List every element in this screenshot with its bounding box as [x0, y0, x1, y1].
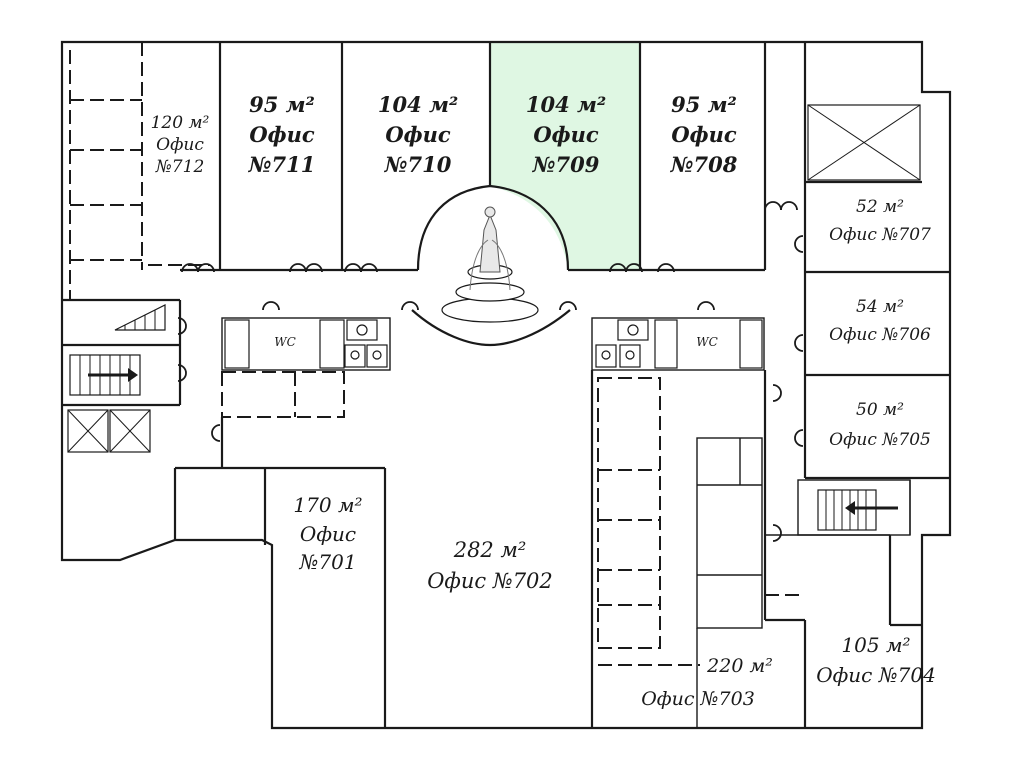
service-room-left — [221, 371, 345, 418]
number-709: №709 — [532, 152, 600, 177]
wc-icon — [595, 319, 763, 369]
area-710: 104 м² — [378, 92, 458, 117]
elevator-shaft-icon — [67, 409, 151, 453]
room-702-label[interactable]: 282 м² Офис №702 — [427, 538, 553, 593]
area-701: 170 м² — [293, 493, 362, 517]
office-709-highlight[interactable] — [490, 42, 640, 270]
room-705-label[interactable]: 50 м² Офис №705 — [829, 400, 931, 450]
area-702: 282 м² — [453, 538, 527, 562]
partition-703-a — [597, 377, 661, 649]
wc-label-right: WC — [696, 335, 718, 349]
title-712: Офис — [156, 135, 204, 155]
area-712: 120 м² — [151, 113, 210, 133]
elevator-shaft-icon — [807, 104, 921, 181]
room-707-label[interactable]: 52 м² Офис №707 — [829, 197, 931, 245]
area-707: 52 м² — [856, 197, 904, 217]
room-703-label[interactable]: 220 м² Офис №703 — [641, 655, 773, 710]
stair-icon — [69, 304, 166, 396]
door-swings — [177, 201, 804, 542]
atrium-lower-arc — [411, 309, 571, 347]
wc-label-left: WC — [274, 335, 296, 349]
room-708-label[interactable]: 95 м² Офис №708 — [670, 92, 738, 177]
wc-icon — [224, 319, 388, 369]
number-708: №708 — [670, 152, 738, 177]
title-711: Офис — [249, 122, 315, 147]
title-704: Офис №704 — [816, 663, 936, 687]
number-712: №712 — [155, 157, 205, 177]
building-outline — [60, 40, 952, 730]
title-701: Офис — [300, 522, 356, 546]
arrow-icon — [845, 501, 898, 515]
area-703: 220 м² — [706, 655, 773, 677]
room-706-label[interactable]: 54 м² Офис №706 — [829, 297, 931, 345]
title-702: Офис №702 — [427, 569, 553, 593]
atrium-arc — [416, 184, 570, 271]
fountain-icon — [441, 206, 539, 323]
wc-block-right — [591, 317, 765, 371]
area-705: 50 м² — [856, 400, 904, 420]
title-709: Офис — [533, 122, 599, 147]
room-701-label[interactable]: 170 м² Офис №701 — [293, 493, 362, 574]
number-710: №710 — [384, 152, 452, 177]
area-704: 105 м² — [841, 633, 910, 657]
area-709: 104 м² — [526, 92, 606, 117]
number-711: №711 — [248, 152, 316, 177]
room-704-label[interactable]: 105 м² Офис №704 — [816, 633, 936, 687]
room-710-label[interactable]: 104 м² Офис №710 — [378, 92, 458, 177]
area-706: 54 м² — [856, 297, 904, 317]
title-707: Офис №707 — [829, 225, 931, 245]
area-708: 95 м² — [671, 92, 737, 117]
title-706: Офис №706 — [829, 325, 931, 345]
title-710: Офис — [385, 122, 451, 147]
partition-703-f — [696, 437, 763, 629]
area-711: 95 м² — [249, 92, 315, 117]
title-705: Офис №705 — [829, 430, 931, 450]
wc-block-left — [221, 317, 391, 371]
room-712-label[interactable]: 120 м² Офис №712 — [151, 113, 210, 177]
title-703: Офис №703 — [641, 688, 755, 710]
stair-icon — [817, 489, 877, 531]
arrow-icon — [88, 368, 138, 382]
room-709-label[interactable]: 104 м² Офис №709 — [526, 92, 606, 177]
number-701: №701 — [298, 550, 356, 574]
room-711-label[interactable]: 95 м² Офис №711 — [248, 92, 316, 177]
title-708: Офис — [671, 122, 737, 147]
